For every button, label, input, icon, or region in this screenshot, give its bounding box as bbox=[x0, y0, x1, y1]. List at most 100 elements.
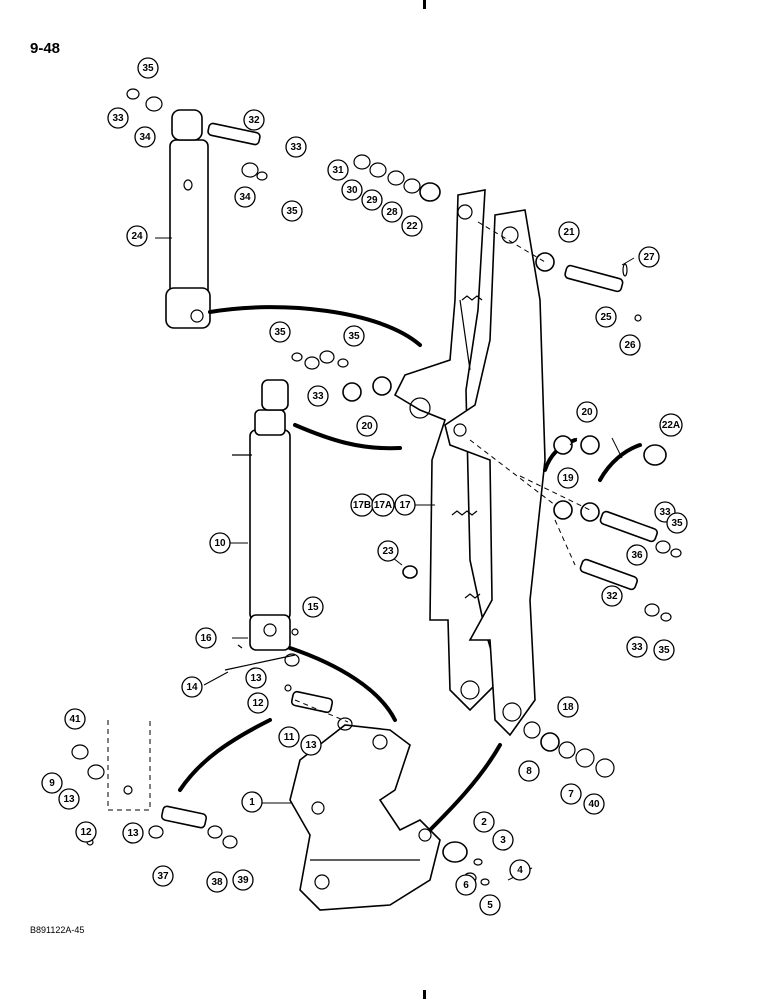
callout-circle bbox=[64, 708, 86, 730]
callout-circle bbox=[473, 811, 495, 833]
callout-13: 13 bbox=[300, 734, 322, 756]
callout-29: 29 bbox=[361, 189, 383, 211]
callout-22: 22 bbox=[401, 215, 423, 237]
callout-circle bbox=[181, 676, 203, 698]
callout-10: 10 bbox=[209, 532, 231, 554]
callout-35: 35 bbox=[281, 200, 303, 222]
callout-2: 2 bbox=[473, 811, 495, 833]
callout-17: 17 bbox=[394, 494, 416, 516]
callout-label: 27 bbox=[643, 252, 655, 263]
callout-label: 9 bbox=[49, 778, 55, 789]
callout-circle bbox=[492, 829, 514, 851]
callout-12: 12 bbox=[75, 821, 97, 843]
callout-circle bbox=[122, 822, 144, 844]
callout-4: 4 bbox=[509, 859, 531, 881]
callout-33: 33 bbox=[285, 136, 307, 158]
callout-label: 15 bbox=[307, 602, 319, 613]
callout-21: 21 bbox=[558, 221, 580, 243]
callout-32: 32 bbox=[243, 109, 265, 131]
callout-19: 19 bbox=[557, 467, 579, 489]
callout-label: 35 bbox=[142, 63, 154, 74]
callout-circle bbox=[601, 585, 623, 607]
callout-label: 17A bbox=[374, 500, 392, 511]
callout-label: 13 bbox=[250, 673, 262, 684]
callout-label: 41 bbox=[69, 714, 81, 725]
callout-11: 11 bbox=[278, 726, 300, 748]
callout-circle bbox=[281, 200, 303, 222]
callout-35: 35 bbox=[269, 321, 291, 343]
callout-20: 20 bbox=[576, 401, 598, 423]
bushings-and-washers bbox=[71, 88, 682, 886]
callout-circle bbox=[560, 783, 582, 805]
callout-7: 7 bbox=[560, 783, 582, 805]
callout-38: 38 bbox=[206, 871, 228, 893]
callout-37: 37 bbox=[152, 865, 174, 887]
callout-circle bbox=[401, 215, 423, 237]
callout-12: 12 bbox=[247, 692, 269, 714]
page-bottom-mark bbox=[423, 990, 426, 999]
callout-label: 12 bbox=[80, 827, 92, 838]
callout-15: 15 bbox=[302, 596, 324, 618]
callout-label: 1 bbox=[249, 797, 255, 808]
callout-label: 10 bbox=[214, 538, 226, 549]
callout-17B: 17B bbox=[350, 493, 374, 517]
callout-30: 30 bbox=[341, 179, 363, 201]
callout-label: 33 bbox=[631, 642, 643, 653]
callout-label: 17B bbox=[353, 500, 371, 511]
callout-14: 14 bbox=[181, 676, 203, 698]
callout-label: 35 bbox=[348, 331, 360, 342]
callout-label: 17 bbox=[399, 500, 411, 511]
callout-circle bbox=[653, 639, 675, 661]
callout-label: 4 bbox=[517, 865, 523, 876]
callout-22A: 22A bbox=[659, 413, 683, 437]
callout-35: 35 bbox=[137, 57, 159, 79]
callout-circle bbox=[234, 186, 256, 208]
callout-13: 13 bbox=[245, 667, 267, 689]
callout-label: 28 bbox=[386, 207, 398, 218]
callout-circle bbox=[619, 334, 641, 356]
callout-label: 13 bbox=[305, 740, 317, 751]
callout-1: 1 bbox=[241, 791, 263, 813]
callout-circle bbox=[576, 401, 598, 423]
callout-label: 13 bbox=[127, 828, 139, 839]
callout-label: 2 bbox=[481, 817, 487, 828]
callout-8: 8 bbox=[518, 760, 540, 782]
callout-41: 41 bbox=[64, 708, 86, 730]
callout-circle bbox=[381, 201, 403, 223]
callout-label: 16 bbox=[200, 633, 212, 644]
callout-label: 14 bbox=[186, 682, 198, 693]
pins bbox=[160, 122, 658, 829]
callout-27: 27 bbox=[638, 246, 660, 268]
callout-circle bbox=[241, 791, 263, 813]
callout-circle bbox=[195, 627, 217, 649]
callout-circle bbox=[209, 532, 231, 554]
callout-circle bbox=[58, 788, 80, 810]
callout-circle bbox=[126, 225, 148, 247]
callout-circle bbox=[243, 109, 265, 131]
callout-28: 28 bbox=[381, 201, 403, 223]
callout-label: 33 bbox=[112, 113, 124, 124]
stabilizer-arm bbox=[393, 189, 546, 737]
callout-circle bbox=[152, 865, 174, 887]
callout-25: 25 bbox=[595, 306, 617, 328]
callout-label: 6 bbox=[463, 880, 469, 891]
callout-circle bbox=[278, 726, 300, 748]
callout-label: 26 bbox=[624, 340, 636, 351]
callout-6: 6 bbox=[455, 874, 477, 896]
callout-circle bbox=[302, 596, 324, 618]
callout-circle bbox=[206, 871, 228, 893]
callout-35: 35 bbox=[653, 639, 675, 661]
callout-label: 5 bbox=[487, 900, 493, 911]
callout-33: 33 bbox=[107, 107, 129, 129]
callout-circle bbox=[479, 894, 501, 916]
callout-circle bbox=[394, 494, 416, 516]
callout-circle bbox=[134, 126, 156, 148]
callout-13: 13 bbox=[122, 822, 144, 844]
callout-label: 11 bbox=[284, 732, 295, 743]
callout-label: 34 bbox=[239, 192, 251, 203]
callout-circle bbox=[232, 869, 254, 891]
lower-cylinder bbox=[232, 379, 291, 651]
callout-circle bbox=[300, 734, 322, 756]
callout-31: 31 bbox=[327, 159, 349, 181]
